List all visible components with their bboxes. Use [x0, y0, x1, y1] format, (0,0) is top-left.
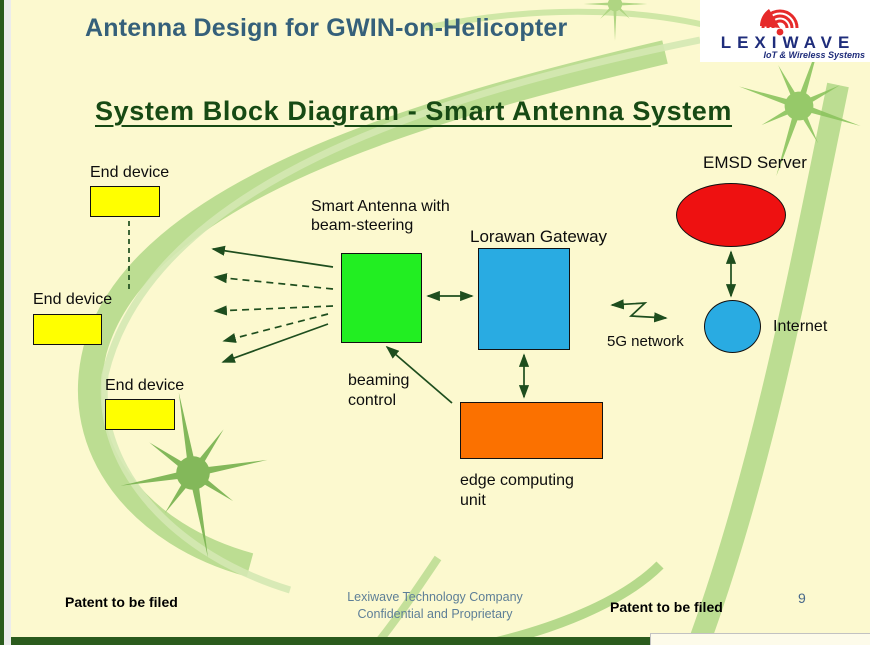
slide-left-border [0, 0, 4, 645]
end-device-1-box [90, 186, 160, 217]
end-device-1-label: End device [90, 164, 170, 181]
edge-computing-box [460, 402, 603, 459]
beaming-control-label-line1: beaming [348, 372, 410, 389]
smart-antenna-box [341, 253, 422, 343]
emsd-server-label: EMSD Server [703, 153, 807, 172]
five-g-network-label: 5G network [607, 333, 684, 350]
footer-company-line1: Lexiwave Technology Company [347, 590, 523, 604]
edge-computing-label: edge computing unit [460, 471, 574, 511]
smart-antenna-label: Smart Antenna with beam-steering [311, 197, 450, 235]
swoosh-arc-thin [100, 36, 701, 594]
end-device-2-label: End device [33, 291, 113, 308]
lorawan-gateway-box [478, 248, 570, 350]
logo-tagline: IoT & Wireless Systems [763, 50, 865, 60]
end-device-2-box [33, 314, 102, 345]
end-device-3-label: End device [105, 377, 185, 394]
page-number: 9 [798, 590, 806, 606]
beaming-control-label-line2: control [348, 392, 397, 409]
footer-company-line2: Confidential and Proprietary [357, 607, 513, 621]
window-gutter [4, 0, 11, 645]
emsd-server-ellipse [676, 183, 786, 247]
smart-antenna-label-line2: beam-steering [311, 217, 414, 234]
lexiwave-logo: LEXIWAVE IoT & Wireless Systems [700, 0, 870, 62]
footer-patent-left: Patent to be filed [65, 594, 178, 610]
footer-patent-right: Patent to be filed [610, 599, 723, 615]
end-device-3-box [105, 399, 175, 430]
smart-antenna-label-line1: Smart Antenna with [311, 198, 450, 215]
antenna-waves-icon [760, 9, 799, 36]
swoosh-arc-large [78, 40, 668, 577]
slide-bottom-border [10, 637, 652, 645]
lorawan-gateway-label: Lorawan Gateway [470, 227, 608, 246]
edge-computing-label-line1: edge computing [460, 472, 574, 489]
internet-circle [704, 300, 761, 353]
bottom-right-panel [650, 633, 870, 645]
beaming-control-label: beaming control [348, 371, 409, 411]
logo-wordmark: LEXIWAVE [720, 33, 856, 52]
footer-company-note: Lexiwave Technology Company Confidential… [305, 589, 565, 623]
internet-label: Internet [773, 318, 828, 335]
slide-title: Antenna Design for GWIN-on-Helicopter [85, 14, 568, 42]
sparkle-top-center [583, 0, 648, 41]
swoosh-arc-right [689, 82, 849, 644]
edge-computing-label-line2: unit [460, 492, 486, 509]
slide-heading: System Block Diagram - Smart Antenna Sys… [95, 96, 733, 126]
